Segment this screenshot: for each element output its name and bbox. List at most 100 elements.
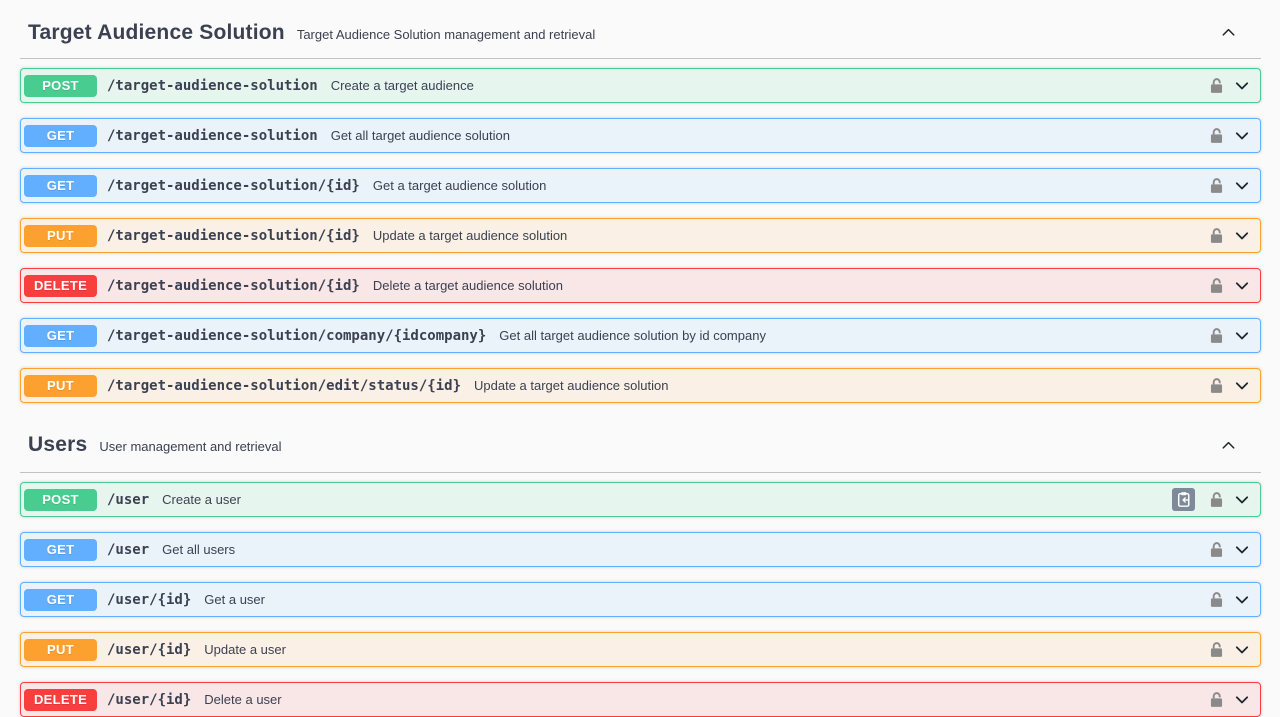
authorize-button[interactable] — [1209, 591, 1224, 608]
chevron-down-icon — [1233, 541, 1251, 559]
expand-operation-button[interactable] — [1233, 277, 1251, 295]
authorize-button[interactable] — [1209, 541, 1224, 558]
endpoint-summary: Get a target audience solution — [373, 178, 546, 193]
unlock-icon — [1209, 591, 1224, 608]
endpoint-path: /target-audience-solution/edit/status/{i… — [107, 378, 461, 394]
unlock-icon — [1209, 541, 1224, 558]
section-title: Users — [28, 433, 87, 457]
expand-operation-button[interactable] — [1233, 541, 1251, 559]
unlock-icon — [1209, 227, 1224, 244]
method-badge: GET — [24, 589, 97, 611]
unlock-icon — [1209, 277, 1224, 294]
unlock-icon — [1209, 491, 1224, 508]
authorize-button[interactable] — [1209, 327, 1224, 344]
chevron-down-icon — [1233, 691, 1251, 709]
authorize-button[interactable] — [1209, 127, 1224, 144]
section-header[interactable]: Users User management and retrieval — [20, 418, 1261, 473]
endpoint-path: /user — [107, 492, 149, 508]
endpoint-summary: Get all users — [162, 542, 235, 557]
method-badge: GET — [24, 125, 97, 147]
method-badge: PUT — [24, 375, 97, 397]
endpoint-summary: Create a user — [162, 492, 241, 507]
expand-operation-button[interactable] — [1233, 691, 1251, 709]
operation-row[interactable]: PUT /user/{id} Update a user — [20, 632, 1261, 667]
section-collapse-button[interactable] — [1219, 23, 1238, 42]
method-badge: DELETE — [24, 275, 97, 297]
endpoint-path: /user — [107, 542, 149, 558]
unlock-icon — [1209, 77, 1224, 94]
authorize-button[interactable] — [1209, 227, 1224, 244]
section-collapse-button[interactable] — [1219, 436, 1238, 455]
operation-row[interactable]: GET /target-audience-solution/{id} Get a… — [20, 168, 1261, 203]
expand-operation-button[interactable] — [1233, 327, 1251, 345]
expand-operation-button[interactable] — [1233, 127, 1251, 145]
expand-operation-button[interactable] — [1233, 491, 1251, 509]
method-badge: GET — [24, 539, 97, 561]
expand-operation-button[interactable] — [1233, 641, 1251, 659]
authorize-button[interactable] — [1209, 691, 1224, 708]
section-title: Target Audience Solution — [28, 21, 285, 45]
operation-row[interactable]: PUT /target-audience-solution/{id} Updat… — [20, 218, 1261, 253]
clipboard-copy-icon — [1172, 488, 1195, 511]
operation-row[interactable]: POST /target-audience-solution Create a … — [20, 68, 1261, 103]
endpoint-path: /target-audience-solution — [107, 78, 318, 94]
endpoint-path: /target-audience-solution/{id} — [107, 228, 360, 244]
method-badge: GET — [24, 175, 97, 197]
expand-operation-button[interactable] — [1233, 591, 1251, 609]
chevron-down-icon — [1233, 641, 1251, 659]
chevron-down-icon — [1233, 377, 1251, 395]
method-badge: DELETE — [24, 689, 97, 711]
unlock-icon — [1209, 377, 1224, 394]
operation-row[interactable]: GET /user Get all users — [20, 532, 1261, 567]
operation-row[interactable]: GET /target-audience-solution/company/{i… — [20, 318, 1261, 353]
operation-row[interactable]: PUT /target-audience-solution/edit/statu… — [20, 368, 1261, 403]
expand-operation-button[interactable] — [1233, 77, 1251, 95]
section-header[interactable]: Target Audience Solution Target Audience… — [20, 0, 1261, 59]
unlock-icon — [1209, 691, 1224, 708]
operation-row[interactable]: POST /user Create a user — [20, 482, 1261, 517]
endpoint-path: /target-audience-solution — [107, 128, 318, 144]
endpoint-summary: Update a user — [204, 642, 286, 657]
endpoint-summary: Update a target audience solution — [373, 228, 567, 243]
chevron-down-icon — [1233, 591, 1251, 609]
endpoint-path: /user/{id} — [107, 692, 191, 708]
chevron-down-icon — [1233, 491, 1251, 509]
operation-row[interactable]: DELETE /target-audience-solution/{id} De… — [20, 268, 1261, 303]
unlock-icon — [1209, 177, 1224, 194]
section-users: Users User management and retrieval POST… — [20, 418, 1261, 717]
chevron-down-icon — [1233, 127, 1251, 145]
endpoint-summary: Get all target audience solution — [331, 128, 510, 143]
unlock-icon — [1209, 641, 1224, 658]
endpoint-summary: Get all target audience solution by id c… — [499, 328, 766, 343]
operation-row[interactable]: GET /user/{id} Get a user — [20, 582, 1261, 617]
endpoint-summary: Update a target audience solution — [474, 378, 668, 393]
section-description: User management and retrieval — [99, 439, 281, 454]
authorize-button[interactable] — [1209, 641, 1224, 658]
section-description: Target Audience Solution management and … — [297, 27, 595, 42]
endpoint-summary: Get a user — [204, 592, 265, 607]
expand-operation-button[interactable] — [1233, 377, 1251, 395]
authorize-button[interactable] — [1209, 177, 1224, 194]
authorize-button[interactable] — [1209, 277, 1224, 294]
endpoint-path: /user/{id} — [107, 642, 191, 658]
method-badge: POST — [24, 489, 97, 511]
authorize-button[interactable] — [1209, 377, 1224, 394]
unlock-icon — [1209, 127, 1224, 144]
expand-operation-button[interactable] — [1233, 227, 1251, 245]
operation-row[interactable]: GET /target-audience-solution Get all ta… — [20, 118, 1261, 153]
endpoint-summary: Delete a target audience solution — [373, 278, 563, 293]
chevron-down-icon — [1233, 277, 1251, 295]
endpoint-path: /target-audience-solution/{id} — [107, 178, 360, 194]
expand-operation-button[interactable] — [1233, 177, 1251, 195]
endpoint-path: /target-audience-solution/{id} — [107, 278, 360, 294]
operation-row[interactable]: DELETE /user/{id} Delete a user — [20, 682, 1261, 717]
authorize-button[interactable] — [1209, 491, 1224, 508]
chevron-down-icon — [1233, 227, 1251, 245]
method-badge: POST — [24, 75, 97, 97]
copy-to-clipboard-button[interactable] — [1172, 488, 1195, 511]
authorize-button[interactable] — [1209, 77, 1224, 94]
method-badge: PUT — [24, 225, 97, 247]
unlock-icon — [1209, 327, 1224, 344]
section-target-audience-solution: Target Audience Solution Target Audience… — [20, 0, 1261, 403]
